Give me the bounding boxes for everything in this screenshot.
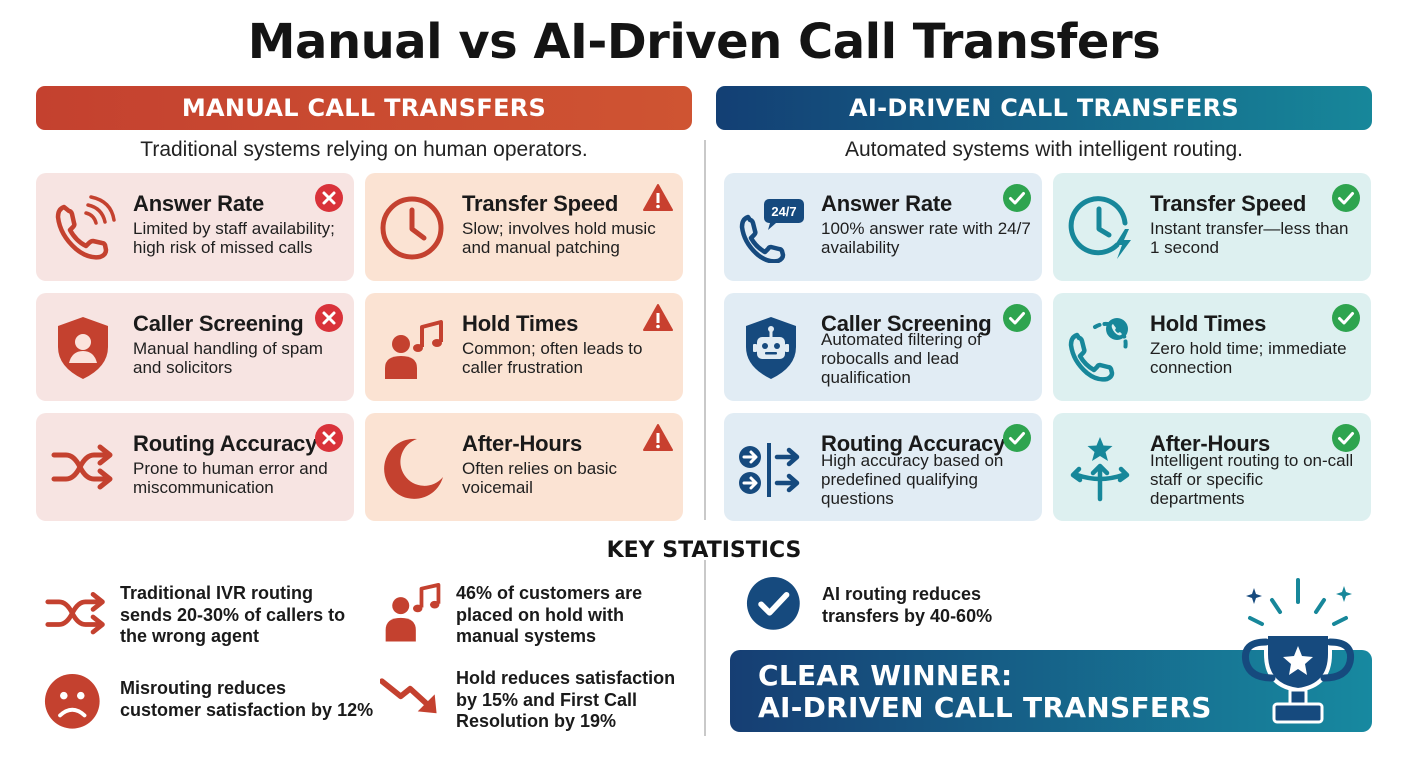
phone-badge-text: 24/7	[771, 204, 796, 219]
ai-banner: AI-DRIVEN CALL TRANSFERS	[716, 86, 1372, 130]
check-icon	[1002, 423, 1032, 453]
ai-card-after-hours: After-Hours Intelligent routing to on-ca…	[1053, 413, 1371, 521]
stat-text: Traditional IVR routing sends 20-30% of …	[120, 583, 346, 646]
cross-icon	[314, 303, 344, 333]
stat-customers-on-hold: 46% of customers are placed on hold with…	[380, 583, 680, 653]
card-title: After-Hours	[1150, 431, 1271, 456]
manual-card-after-hours: After-Hours Often relies on basic voicem…	[365, 413, 683, 521]
warning-icon	[643, 303, 673, 333]
card-title: Transfer Speed	[1150, 191, 1307, 216]
check-icon	[1002, 183, 1032, 213]
trophy-icon	[1228, 574, 1368, 734]
clock-icon	[377, 193, 447, 263]
ai-card-answer-rate: 24/7 Answer Rate 100% answer rate with 2…	[724, 173, 1042, 281]
ai-card-transfer-speed: Transfer Speed Instant transfer—less tha…	[1053, 173, 1371, 281]
page-title: Manual vs AI-Driven Call Transfers	[247, 14, 1161, 70]
clock-bolt-icon	[1065, 193, 1135, 263]
ai-card-hold-times: Hold Times Zero hold time; immediate con…	[1053, 293, 1371, 401]
stat-text: Misrouting reduces customer satisfaction…	[120, 678, 374, 720]
stat-text: AI routing reduces transfers by 40-60%	[822, 584, 993, 626]
warning-icon	[643, 183, 673, 213]
card-title: Answer Rate	[821, 191, 953, 216]
manual-card-hold-times: Hold Times Common; often leads to caller…	[365, 293, 683, 401]
check-icon	[1002, 303, 1032, 333]
stat-hold-reduces-satisfaction: Hold reduces satisfaction by 15% and Fir…	[379, 668, 680, 738]
card-title: Hold Times	[462, 311, 579, 336]
stat-misrouting: Misrouting reduces customer satisfaction…	[44, 673, 374, 739]
sad-face-icon	[44, 673, 110, 739]
check-icon	[1331, 303, 1361, 333]
person-music-icon	[377, 313, 447, 383]
column-divider	[704, 140, 706, 520]
winner-text: CLEAR WINNER: AI-DRIVEN CALL TRANSFERS	[758, 659, 1212, 724]
card-description: Often relies on basic voicemail	[462, 459, 617, 497]
card-title: Hold Times	[1150, 311, 1267, 336]
card-title: Transfer Speed	[462, 191, 619, 216]
manual-subtitle: Traditional systems relying on human ope…	[140, 138, 588, 161]
card-description: Automated filtering of robocalls and lea…	[821, 330, 982, 387]
warning-icon	[643, 423, 673, 453]
manual-card-answer-rate: Answer Rate Limited by staff availabilit…	[36, 173, 354, 281]
phone-24-7-icon: 24/7	[736, 193, 806, 264]
moon-icon	[377, 433, 447, 503]
card-title: Routing Accuracy	[821, 431, 1006, 456]
ai-subtitle: Automated systems with intelligent routi…	[844, 138, 1244, 161]
manual-banner: MANUAL CALL TRANSFERS	[36, 86, 692, 130]
card-description: Slow; involves hold music and manual pat…	[462, 219, 656, 257]
ai-card-routing-accuracy: Routing Accuracy High accuracy based on …	[724, 413, 1042, 521]
stat-ai-routing: AI routing reduces transfers by 40-60%	[746, 576, 1066, 636]
manual-card-caller-screening: Caller Screening Manual handling of spam…	[36, 293, 354, 401]
manual-card-routing-accuracy: Routing Accuracy Prone to human error an…	[36, 413, 354, 521]
card-title: Routing Accuracy	[133, 431, 318, 456]
card-title: Caller Screening	[821, 311, 992, 336]
manual-card-transfer-speed: Transfer Speed Slow; involves hold music…	[365, 173, 683, 281]
card-description: Intelligent routing to on-call staff or …	[1150, 451, 1354, 508]
shuffle-icon	[48, 433, 118, 503]
phone-callback-icon	[1065, 313, 1135, 383]
stat-text: Hold reduces satisfaction by 15% and Fir…	[456, 668, 676, 731]
card-title: Answer Rate	[133, 191, 265, 216]
trend-down-icon	[379, 668, 446, 734]
card-description: Instant transfer—less than 1 second	[1150, 219, 1349, 257]
check-circle-icon	[746, 576, 812, 642]
cross-icon	[314, 423, 344, 453]
stat-text: 46% of customers are placed on hold with…	[456, 583, 643, 646]
shield-user-icon	[48, 313, 118, 383]
ai-card-caller-screening: Caller Screening Automated filtering of …	[724, 293, 1042, 401]
card-description: 100% answer rate with 24/7 availability	[821, 219, 1031, 257]
card-description: Prone to human error and miscommunicatio…	[133, 459, 328, 497]
card-description: Common; often leads to caller frustratio…	[462, 339, 643, 377]
routing-arrows-icon	[736, 433, 806, 503]
check-icon	[1331, 423, 1361, 453]
card-title: After-Hours	[462, 431, 583, 456]
shuffle-icon	[44, 583, 110, 649]
star-split-arrows-icon	[1065, 433, 1135, 503]
card-description: Zero hold time; immediate connection	[1150, 339, 1347, 377]
shield-robot-icon	[736, 313, 806, 383]
key-statistics-title: KEY STATISTICS	[606, 538, 802, 563]
check-icon	[1331, 183, 1361, 213]
card-title: Caller Screening	[133, 311, 304, 336]
stat-ivr-routing: Traditional IVR routing sends 20-30% of …	[44, 583, 364, 653]
card-description: Limited by staff availability; high risk…	[133, 219, 335, 257]
card-description: Manual handling of spam and solicitors	[133, 339, 323, 377]
person-music-icon	[380, 583, 446, 649]
card-description: High accuracy based on predefined qualif…	[821, 451, 1004, 508]
phone-ringing-icon	[48, 193, 118, 263]
cross-icon	[314, 183, 344, 213]
clear-winner-banner: CLEAR WINNER: AI-DRIVEN CALL TRANSFERS	[730, 650, 1372, 732]
stats-divider	[704, 560, 706, 736]
